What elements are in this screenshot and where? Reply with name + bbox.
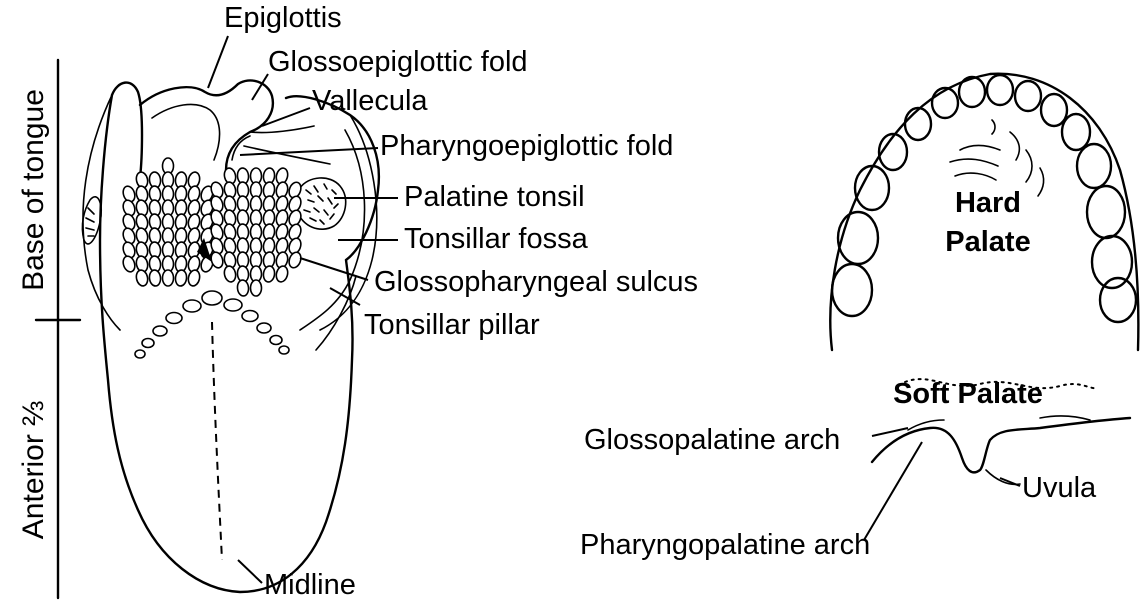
lingual-follicle	[149, 269, 162, 286]
lingual-follicle	[121, 255, 137, 274]
tooth	[905, 108, 931, 140]
tooth	[1062, 114, 1090, 150]
lingual-follicle	[287, 251, 303, 270]
uvula-label: Uvula	[1022, 472, 1097, 504]
tooth	[1087, 186, 1125, 238]
lingual-tonsil-follicles	[121, 158, 303, 296]
tooth	[1100, 278, 1136, 322]
anterior-two-thirds-label: Anterior ⅔	[17, 401, 50, 539]
tongue-outline	[100, 83, 379, 592]
tooth	[1077, 144, 1111, 188]
glossoepiglottic-fold-label: Glossoepiglottic fold	[268, 46, 528, 78]
pharyngoepiglottic-fold-label: Pharyngoepiglottic fold	[380, 130, 673, 162]
tonsillar-pillar-label: Tonsillar pillar	[364, 309, 540, 341]
palatine-tonsil-shape	[297, 178, 346, 229]
lingual-follicle	[135, 269, 149, 287]
midline-label: Midline	[264, 569, 356, 601]
glossopharyngeal-sulcus-label: Glossopharyngeal sulcus	[374, 266, 698, 298]
base-of-tongue-label: Base of tongue	[17, 89, 50, 291]
tooth	[932, 88, 958, 118]
pharyngopalatine-arch-label: Pharyngopalatine arch	[580, 529, 870, 561]
midline-groove	[212, 322, 222, 560]
epiglottis-label: Epiglottis	[224, 2, 342, 34]
lingual-follicle	[187, 269, 201, 287]
tooth	[832, 264, 872, 316]
hard-palate-label-line2: Palate	[945, 226, 1030, 258]
lingual-follicle	[250, 280, 261, 296]
glossopalatine-arch-label: Glossopalatine arch	[584, 424, 840, 456]
lingual-follicle	[175, 269, 188, 286]
vallecula-label: Vallecula	[312, 85, 428, 117]
tooth	[1041, 94, 1067, 126]
tooth	[987, 75, 1013, 105]
lingual-follicle	[263, 265, 276, 282]
hard-palate-label-line1: Hard	[955, 187, 1021, 219]
tonsillar-fossa-label: Tonsillar fossa	[404, 223, 589, 255]
tooth	[838, 212, 878, 264]
lingual-follicle	[223, 265, 237, 283]
tongue-drawing	[82, 80, 378, 592]
lingual-follicle	[237, 280, 249, 297]
lingual-follicle	[275, 265, 290, 283]
soft-palate-label: Soft Palate	[893, 378, 1043, 410]
epiglottis-shape	[140, 80, 273, 170]
tooth	[959, 77, 985, 107]
lingual-follicle	[163, 270, 174, 286]
tooth	[1015, 81, 1041, 111]
palatine-tonsil-label: Palatine tonsil	[404, 181, 585, 213]
